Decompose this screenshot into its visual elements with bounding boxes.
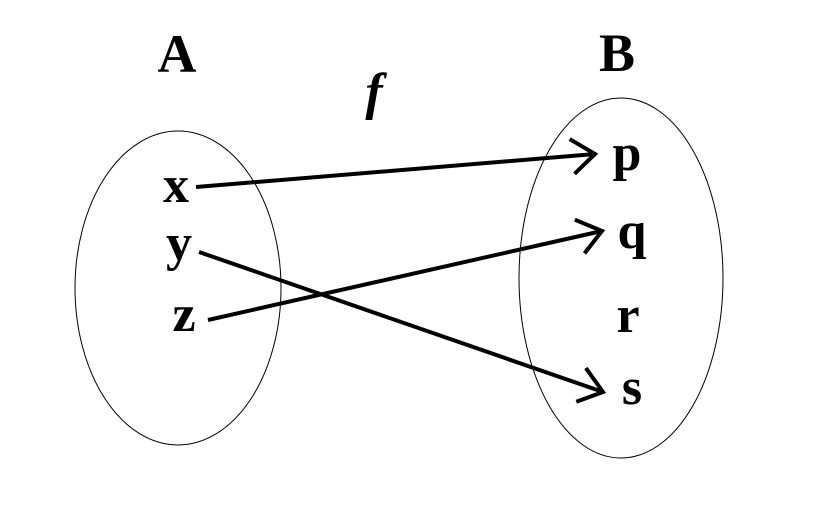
set-b-ellipse xyxy=(518,97,724,459)
set-a-element-x: x xyxy=(163,157,189,214)
set-b-element-s: s xyxy=(622,359,642,416)
mapping-arrows xyxy=(195,137,607,404)
set-b-element-p: p xyxy=(613,125,642,182)
set-b-element-q: q xyxy=(618,203,647,260)
set-b-label: B xyxy=(599,23,635,83)
set-a-ellipse xyxy=(74,130,282,446)
set-b-element-r: r xyxy=(616,287,639,344)
arrow-z-to-q xyxy=(207,217,606,322)
arrow-x-to-p xyxy=(195,137,599,189)
set-a-label: A xyxy=(158,24,197,84)
set-a-element-y: y xyxy=(166,215,192,272)
arrow-y-to-s xyxy=(198,250,607,404)
function-label: f xyxy=(365,64,387,121)
set-a-element-z: z xyxy=(172,286,195,343)
